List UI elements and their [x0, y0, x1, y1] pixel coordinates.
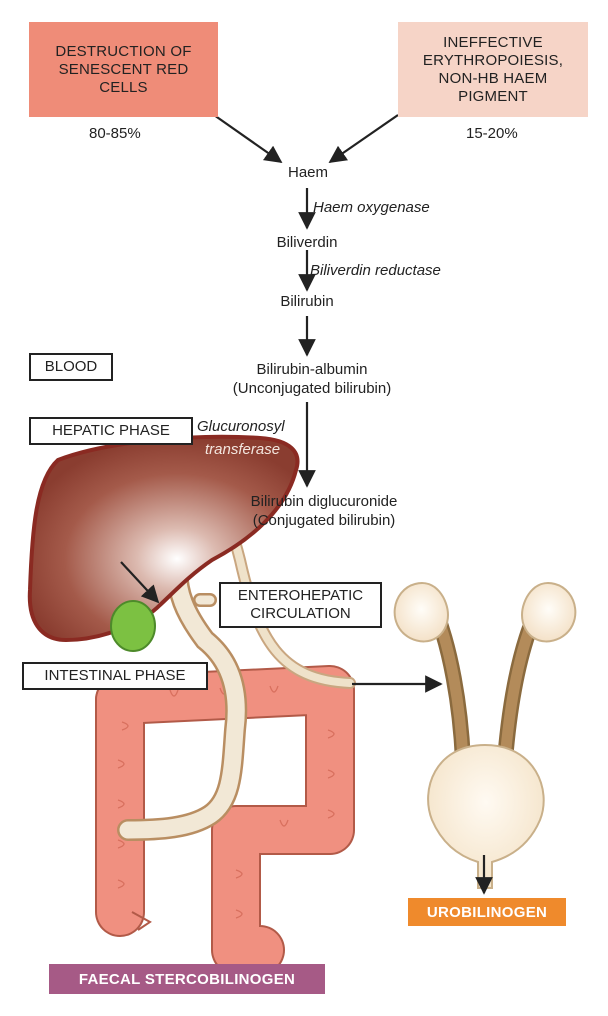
source-ineffective-erythropoiesis-label: INEFFECTIVE ERYTHROPOIESIS, NON-HB HAEM … [422, 33, 564, 105]
source-left-percent: 80-85% [89, 125, 141, 142]
bladder-icon [427, 743, 545, 889]
enzyme-biliverdin-reductase: Biliverdin reductase [310, 262, 441, 279]
phase-enterohepatic-label: ENTEROHEPATIC CIRCULATION [219, 582, 382, 628]
node-bilirubin-albumin: Bilirubin-albumin (Unconjugated bilirubi… [232, 361, 392, 397]
node-biliverdin: Biliverdin [276, 234, 338, 251]
bile-duct-icon [117, 539, 248, 841]
phase-hepatic-label: HEPATIC PHASE [29, 417, 193, 445]
phase-blood-label: BLOOD [29, 353, 113, 381]
output-stercobilinogen-tag: FAECAL STERCOBILINOGEN [49, 964, 325, 994]
node-bilirubin: Bilirubin [280, 293, 334, 310]
source-senescent-rbc-box: DESTRUCTION OF SENESCENT RED CELLS [29, 22, 218, 117]
source-senescent-rbc-label: DESTRUCTION OF SENESCENT RED CELLS [55, 42, 192, 96]
node-bilirubin-diglucuronide: Bilirubin diglucuronide (Conjugated bili… [250, 493, 398, 529]
output-urobilinogen-tag: UROBILINOGEN [408, 898, 566, 926]
kidneys-icon [393, 582, 577, 768]
liver-icon [27, 434, 300, 643]
pathway-arrows [120, 114, 493, 895]
enzyme-glucuronosyl-transferase-line2: transferase [205, 441, 281, 458]
gallbladder-icon [110, 600, 156, 652]
node-haem: Haem [287, 164, 328, 181]
phase-intestinal-label: INTESTINAL PHASE [22, 662, 208, 690]
intestine-icon [95, 665, 355, 975]
enzyme-haem-oxygenase: Haem oxygenase [313, 199, 430, 216]
enzyme-glucuronosyl-transferase: Glucuronosyl [197, 418, 285, 435]
source-ineffective-erythropoiesis-box: INEFFECTIVE ERYTHROPOIESIS, NON-HB HAEM … [398, 22, 588, 117]
source-right-percent: 15-20% [466, 125, 518, 142]
